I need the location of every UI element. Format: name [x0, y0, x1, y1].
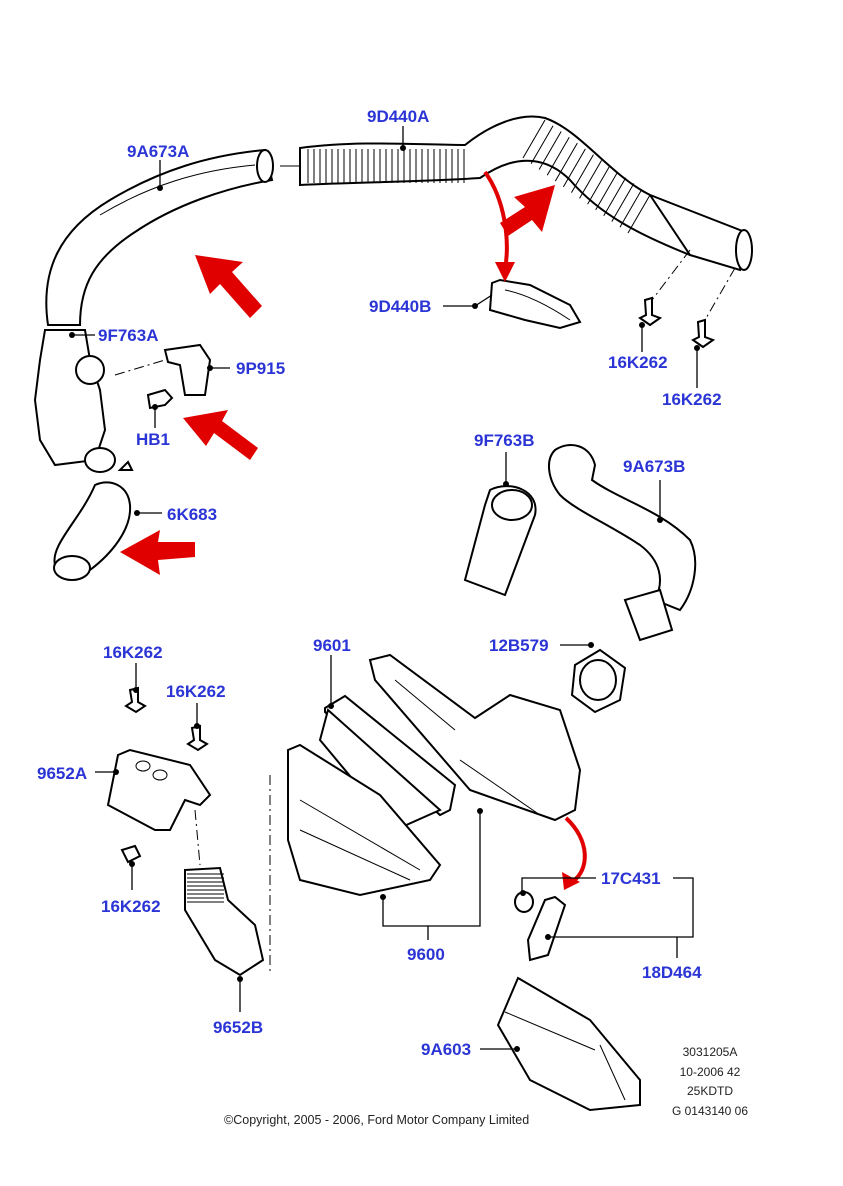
- part-label-9F763A[interactable]: 9F763A: [98, 326, 159, 345]
- part-label-9600[interactable]: 9600: [407, 945, 445, 964]
- corrugation-rib: [611, 183, 635, 222]
- red-arrow-17C431: [562, 816, 587, 890]
- part-label-9652B[interactable]: 9652B: [213, 1018, 264, 1037]
- corrugation-rib: [522, 119, 546, 159]
- corrugation-rib: [595, 171, 619, 211]
- copyright-notice: ©Copyright, 2005 - 2006, Ford Motor Comp…: [224, 1113, 530, 1127]
- corrugation-rib: [554, 142, 578, 182]
- part-label-16K262-top-2[interactable]: 16K262: [662, 390, 722, 409]
- reference-line: 25KDTD: [686, 1084, 733, 1098]
- part-label-9F763B[interactable]: 9F763B: [474, 431, 535, 450]
- part-label-17C431[interactable]: 17C431: [601, 869, 661, 888]
- corrugation-rib: [619, 188, 643, 228]
- hose-9A673B: [548, 444, 697, 642]
- part-label-16K262-left-2[interactable]: 16K262: [166, 682, 226, 701]
- corrugation-rib: [587, 165, 611, 205]
- duct-9652A: [106, 748, 212, 866]
- hose-9D440A: [280, 115, 753, 272]
- airbox-base-9600: [269, 743, 442, 975]
- leader-lines: [69, 126, 700, 1052]
- duct-9652B: [184, 866, 265, 977]
- duct-9F763B: [463, 485, 537, 597]
- part-label-18D464[interactable]: 18D464: [642, 963, 702, 982]
- corrugation-rib: [627, 194, 651, 234]
- part-label-9A673B[interactable]: 9A673B: [623, 457, 686, 476]
- reference-block: 3031205A 10-2006 42 25KDTD G 0143140 06: [655, 1043, 765, 1121]
- sensor-12B579: [570, 648, 627, 714]
- red-arrow-upper-right: [500, 185, 555, 236]
- corrugation-rib: [562, 148, 586, 188]
- corrugation-rib: [603, 177, 627, 216]
- part-label-6K683[interactable]: 6K683: [167, 505, 218, 524]
- part-label-9601[interactable]: 9601: [313, 636, 351, 655]
- gasket-9D440B: [488, 278, 582, 330]
- bracket-18D464: [514, 891, 567, 962]
- hose-6K683: [53, 460, 134, 581]
- reference-line: 3031205A: [682, 1045, 738, 1059]
- resonator-9F763A: [33, 329, 212, 473]
- part-label-9D440B[interactable]: 9D440B: [369, 297, 432, 316]
- red-arrow-HB1: [183, 410, 258, 460]
- part-label-9P915[interactable]: 9P915: [236, 359, 286, 378]
- part-label-12B579[interactable]: 12B579: [489, 636, 549, 655]
- hose-9A673A: [45, 148, 274, 326]
- part-label-16K262-left-3[interactable]: 16K262: [101, 897, 161, 916]
- red-arrow-6K683: [120, 530, 195, 575]
- red-arrow-upper-left: [195, 255, 262, 318]
- part-label-9A673A[interactable]: 9A673A: [127, 142, 190, 161]
- reference-line: G 0143140 06: [671, 1103, 749, 1118]
- resonator-9A603: [496, 976, 641, 1112]
- corrugation-rib: [571, 154, 594, 193]
- corrugation-rib: [579, 160, 602, 199]
- part-label-9652A[interactable]: 9652A: [37, 764, 88, 783]
- clips-16K262-left: [120, 686, 209, 864]
- corrugation-rib: [546, 137, 570, 176]
- part-label-HB1[interactable]: HB1: [136, 430, 171, 449]
- part-label-16K262-left-1[interactable]: 16K262: [103, 643, 163, 662]
- clips-16K262-top: [638, 249, 736, 349]
- airbox-lid-9600: [368, 653, 582, 822]
- part-label-9D440A[interactable]: 9D440A: [367, 107, 430, 126]
- corrugation-rib: [538, 131, 562, 170]
- part-label-9A603[interactable]: 9A603: [421, 1040, 472, 1059]
- corrugation-rib: [530, 125, 554, 165]
- red-arrow-9D440B: [483, 170, 515, 282]
- reference-line: 10-2006 42: [679, 1064, 741, 1079]
- part-label-16K262-top-1[interactable]: 16K262: [608, 353, 668, 372]
